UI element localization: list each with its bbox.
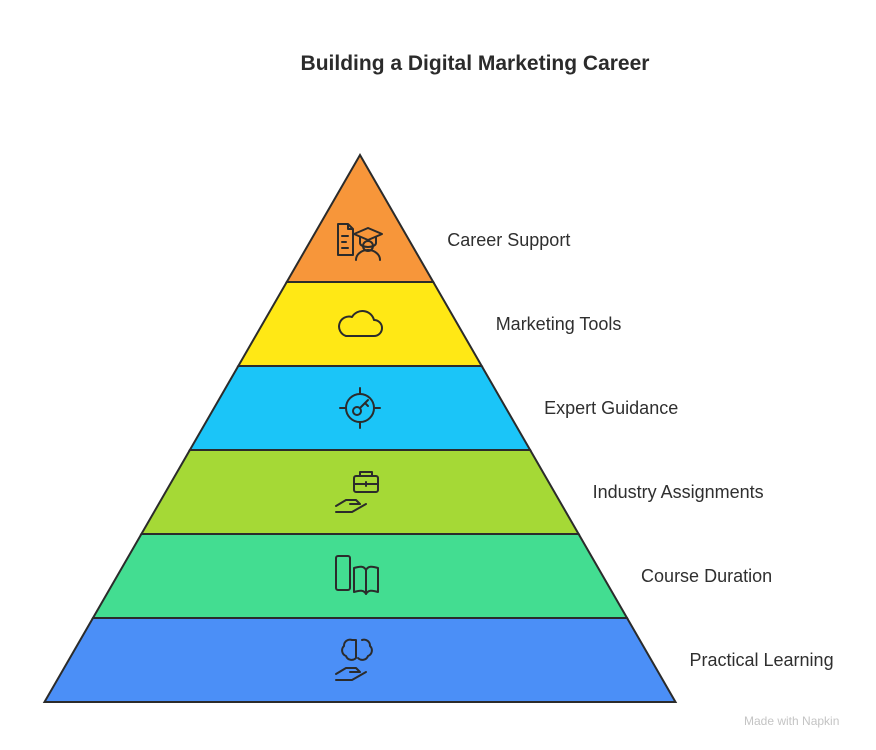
pyramid-layer: Course Duration: [91, 533, 772, 619]
layer-label: Practical Learning: [690, 650, 834, 670]
layer-shape: [285, 152, 435, 283]
layer-shape: [236, 281, 484, 367]
layer-label: Marketing Tools: [496, 314, 622, 334]
phone-book-icon: [335, 555, 379, 595]
layer-label: Career Support: [447, 230, 570, 250]
target-key-icon: [339, 387, 381, 429]
layer-label: Industry Assignments: [593, 482, 764, 502]
layer-label: Course Duration: [641, 566, 772, 586]
document-graduate-icon: [337, 223, 383, 261]
pyramid-layer: Marketing Tools: [236, 281, 622, 367]
layer-shape: [91, 533, 629, 619]
layer-label: Expert Guidance: [544, 398, 678, 418]
cloud-icon: [338, 310, 383, 337]
pyramid-layer: Industry Assignments: [139, 449, 764, 535]
footer-watermark: Made with Napkin: [744, 714, 840, 728]
briefcase-hand-icon: [335, 471, 379, 513]
pyramid-layer: Expert Guidance: [188, 365, 678, 451]
brain-hand-icon: [335, 638, 373, 681]
pyramid-layer: Practical Learning: [42, 617, 834, 703]
diagram-title: Building a Digital Marketing Career: [300, 52, 650, 75]
pyramid-layer: Career Support: [285, 152, 570, 283]
